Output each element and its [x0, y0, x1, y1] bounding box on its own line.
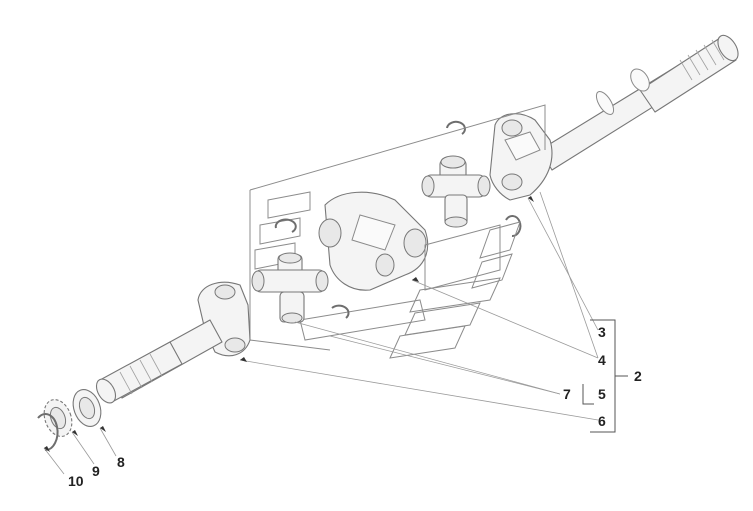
left-shaft: [95, 319, 223, 404]
right-shaft: [539, 34, 739, 171]
leader-lines: [43, 191, 599, 475]
callout-2: 2: [634, 368, 642, 384]
snap-ring-center-lower: [331, 304, 350, 319]
callout-9: 9: [92, 463, 100, 479]
lock-washer-9: [43, 399, 73, 437]
right-yoke: [489, 113, 553, 201]
callout-8: 8: [117, 454, 125, 470]
callout-7: 7: [563, 386, 571, 402]
right-spider: [421, 155, 491, 228]
washer-8: [72, 389, 102, 427]
nut-10: [37, 413, 59, 452]
left-shaft-splines: [119, 353, 163, 395]
right-shaft-splines: [679, 39, 725, 81]
callout-10: 10: [68, 473, 84, 489]
leader-arrowheads: [44, 196, 534, 452]
callout-4: 4: [598, 352, 606, 368]
snap-ring-center-upper: [274, 218, 297, 233]
callout-6: 6: [598, 413, 606, 429]
callout-5: 5: [598, 386, 606, 402]
left-spider: [251, 252, 329, 324]
callout-3: 3: [598, 324, 606, 340]
callout-brackets: [582, 319, 628, 433]
snap-ring-top-right: [446, 120, 466, 135]
center-coupling: [318, 191, 429, 291]
